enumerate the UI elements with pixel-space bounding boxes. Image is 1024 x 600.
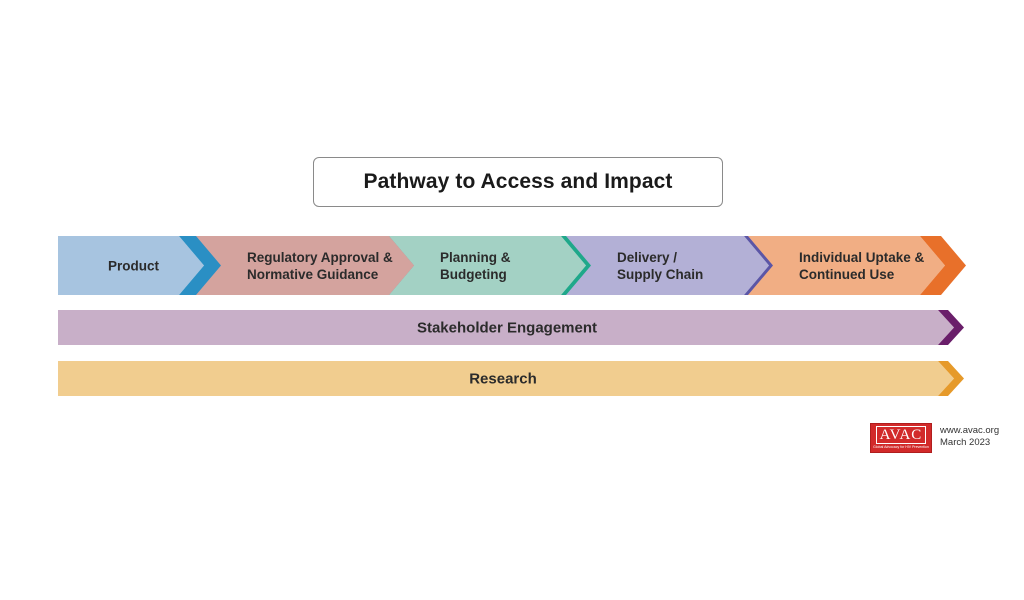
stage-body [58,236,204,295]
bar-label: Research [469,371,537,388]
stage-label-line: Regulatory Approval & [247,250,393,265]
diagram-title: Pathway to Access and Impact [363,170,673,193]
credit-block: www.avac.org March 2023 [940,425,999,449]
bar-tip [938,310,964,345]
stage-label-line: Individual Uptake & [799,250,925,265]
stage-body [196,236,414,295]
stage-body [389,236,586,295]
logo-wordmark: AVAC [875,426,927,444]
stage-label-line: Normative Guidance [247,267,379,282]
bar-body [58,361,954,396]
stage-chevron [179,236,225,295]
stage-label-line: Supply Chain [617,267,703,282]
stage-5: Individual Uptake & Continued Use [748,236,966,295]
stage-1: Product [58,236,225,295]
stage-body [748,236,945,295]
credit-date: March 2023 [940,437,991,448]
bar-tip [938,361,964,396]
stage-label-line: Planning & [440,250,511,265]
bar-2: Research [58,361,964,396]
stage-chevron [920,236,966,295]
bar-label: Stakeholder Engagement [417,320,597,337]
stage-label-line: Budgeting [440,267,507,282]
stage-label-line: Continued Use [799,267,895,282]
stage-label-line: Product [108,259,160,274]
avac-logo: AVAC Global Advocacy for HIV Prevention [870,423,932,453]
bar-body [58,310,954,345]
stages-row: Product Regulatory Approval & Normative Gu… [58,236,966,295]
stage-body [566,236,769,295]
logo-tagline: Global Advocacy for HIV Prevention [873,445,929,449]
title-box: Pathway to Access and Impact [313,157,723,207]
bar-1: Stakeholder Engagement [58,310,964,345]
stage-label-line: Delivery / [617,250,677,265]
credit-url: www.avac.org [940,425,1000,436]
